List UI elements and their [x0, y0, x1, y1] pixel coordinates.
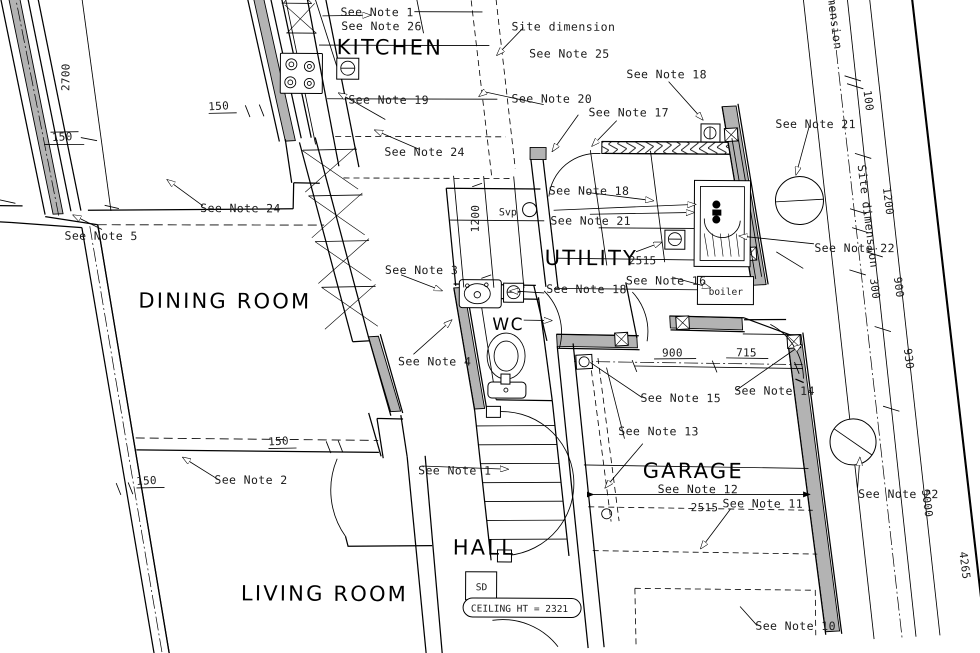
garage-door-leaf — [625, 282, 638, 338]
wc-leader — [523, 319, 552, 323]
dimension-2515-b-label: 2515 — [691, 501, 719, 514]
staircase — [474, 400, 575, 563]
site-boundary-lines — [796, 0, 980, 640]
note-24-b: See Note 24 — [200, 201, 281, 215]
dim-2515b-line — [586, 491, 811, 498]
right-dimension-ticks — [844, 75, 900, 412]
left-exterior-wall — [0, 0, 82, 219]
stair-spine-hatch — [298, 137, 379, 343]
note-14: See Note 16 — [626, 273, 707, 287]
wc-basin-symbol — [458, 279, 502, 309]
note-11: See Note 13 — [618, 424, 699, 438]
room-label-wc: WC — [492, 315, 524, 335]
boiler-label: boiler — [709, 287, 744, 298]
room-label-utility: UTILITY — [545, 246, 638, 270]
note-9: See Note 11 — [722, 496, 803, 510]
dimension-2700-label: 2700 — [59, 63, 72, 91]
note-7: See Note 10 — [755, 619, 836, 633]
dim-150a-underline — [50, 131, 79, 133]
note-leaders — [63, 0, 869, 626]
dim-150b-ticks — [244, 104, 265, 118]
wc-toilet-symbol — [486, 332, 527, 399]
note-26: See Note 26 — [341, 19, 422, 33]
note-13: See Note 15 — [640, 391, 721, 405]
dimension-2515-a-label: 2515 — [629, 254, 657, 267]
ceiling-height-note: CEILING HT = 2321 — [462, 597, 582, 618]
dimension-1200-a-label: 1200 — [469, 205, 482, 233]
note-21-a: See Note 21 — [775, 117, 856, 131]
dimension-150-d-label: 150 — [136, 474, 157, 488]
dimension-150-c-label: 150 — [268, 434, 289, 448]
dimension-900-b-label: 900 — [891, 276, 907, 298]
note-19: See Note 20 — [512, 91, 593, 105]
note-22: See Note 22 — [814, 241, 895, 255]
note-3: See Note 3 — [385, 263, 458, 277]
dining-living-partition — [135, 333, 408, 459]
note-1: See Note 1 — [418, 463, 491, 477]
dimension-150-a-label: 150 — [51, 130, 72, 144]
note-25: See Note 25 — [529, 46, 610, 60]
living-room-door — [330, 455, 443, 653]
note-15: See Note 17 — [588, 105, 669, 119]
dimension-100-label: 100 — [860, 90, 876, 112]
utility-socket-leader — [635, 242, 662, 253]
ceiling-height-label: CEILING HT = 2321 — [471, 604, 569, 616]
dimension-900-a-label: 900 — [662, 346, 683, 359]
dimension-150-b-label: 150 — [208, 99, 229, 113]
wc-door-swing — [543, 290, 562, 349]
dim-150d-underline — [136, 486, 165, 489]
room-label-kitchen: KITCHEN — [337, 35, 444, 60]
wc-socket-symbol — [503, 282, 525, 303]
note-top-cut: See Note 1 — [340, 5, 413, 19]
wc-door-leaf — [533, 285, 548, 341]
room-label-dining: DINING ROOM — [138, 289, 311, 314]
utility-wall-stub — [529, 147, 547, 161]
dimension-715-label: 715 — [736, 346, 757, 359]
note-5: See Note 5 — [64, 229, 137, 243]
dimension-5000-label: 5000 — [919, 489, 935, 518]
note-12: See Note 14 — [734, 383, 815, 397]
dim-150b-underline — [208, 112, 237, 114]
site-dimension-top-label: Site dimension — [512, 19, 616, 34]
utility-window-symbol — [700, 123, 721, 143]
note-2: See Note 2 — [214, 473, 287, 487]
smoke-detector-label: SD — [476, 582, 488, 593]
note-16: See Note 18 — [626, 67, 707, 81]
note-4: See Note 4 — [398, 354, 471, 368]
note-20: See Note 21 — [550, 213, 631, 227]
note-18-a: See Note 19 — [348, 93, 429, 107]
note-18-b: See Note 18 — [546, 282, 627, 296]
dim-150c-ticks — [325, 440, 344, 454]
room-label-hall: HALL — [453, 535, 515, 559]
room-label-garage: GARAGE — [643, 459, 744, 484]
dim-1200a-ticks — [472, 182, 492, 279]
dimension-2700 — [0, 0, 119, 212]
dim-150c-underline — [268, 447, 297, 449]
garage-door-swing — [632, 291, 649, 342]
sink-drainer-symbol — [693, 179, 752, 268]
kitchen-socket-symbol — [336, 57, 360, 80]
manhole-upper-cross — [775, 198, 824, 203]
hob-appliance-symbol — [279, 52, 323, 94]
dimension-4265-label: 4265 — [956, 551, 972, 580]
note-21-b: See Note 22 — [858, 487, 939, 501]
manhole-lower-cross — [834, 428, 873, 456]
note-17: See Note 18 — [549, 184, 630, 198]
dimension-1200-b-label: 1200 — [880, 187, 896, 216]
hall-door-swing — [492, 619, 559, 647]
dimension-900-715 — [631, 357, 803, 374]
note-24-a: See Note 24 — [384, 145, 465, 159]
dim-150d-ticks — [115, 482, 134, 496]
svp-label: Svp — [499, 207, 517, 218]
utility-socket-symbol — [664, 229, 686, 250]
dimension-930-label: 930 — [901, 348, 917, 370]
utility-room: Svp 1200 — [445, 147, 559, 289]
room-label-living: LIVING ROOM — [241, 581, 408, 606]
dimension-300-label: 300 — [867, 277, 883, 299]
svp-symbol — [522, 202, 538, 218]
wc-room — [453, 283, 553, 412]
smoke-detector-box: SD — [465, 571, 498, 601]
